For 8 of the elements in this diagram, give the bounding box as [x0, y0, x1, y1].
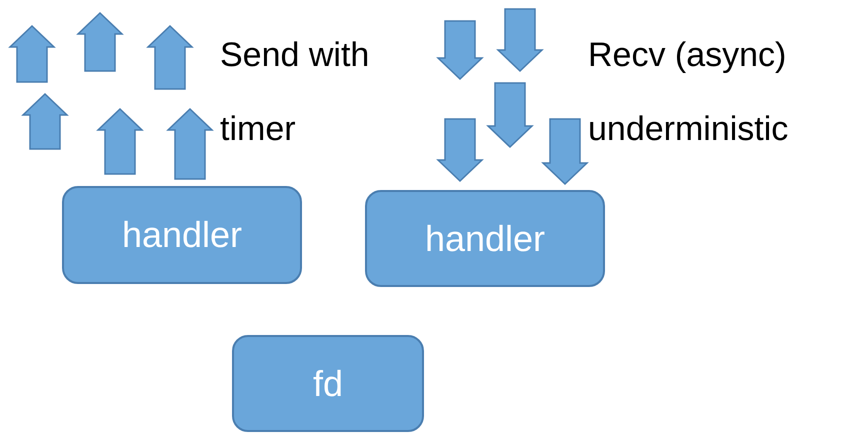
box-label: handler [122, 214, 242, 256]
box-label: fd [312, 362, 344, 404]
process-box [365, 190, 605, 287]
box-label: handler [424, 218, 546, 260]
process-box [62, 186, 302, 284]
process-box [232, 335, 424, 432]
annotation-text: Recv (async) underministic [588, 35, 790, 150]
annotation-text: Send with timer [220, 35, 370, 150]
